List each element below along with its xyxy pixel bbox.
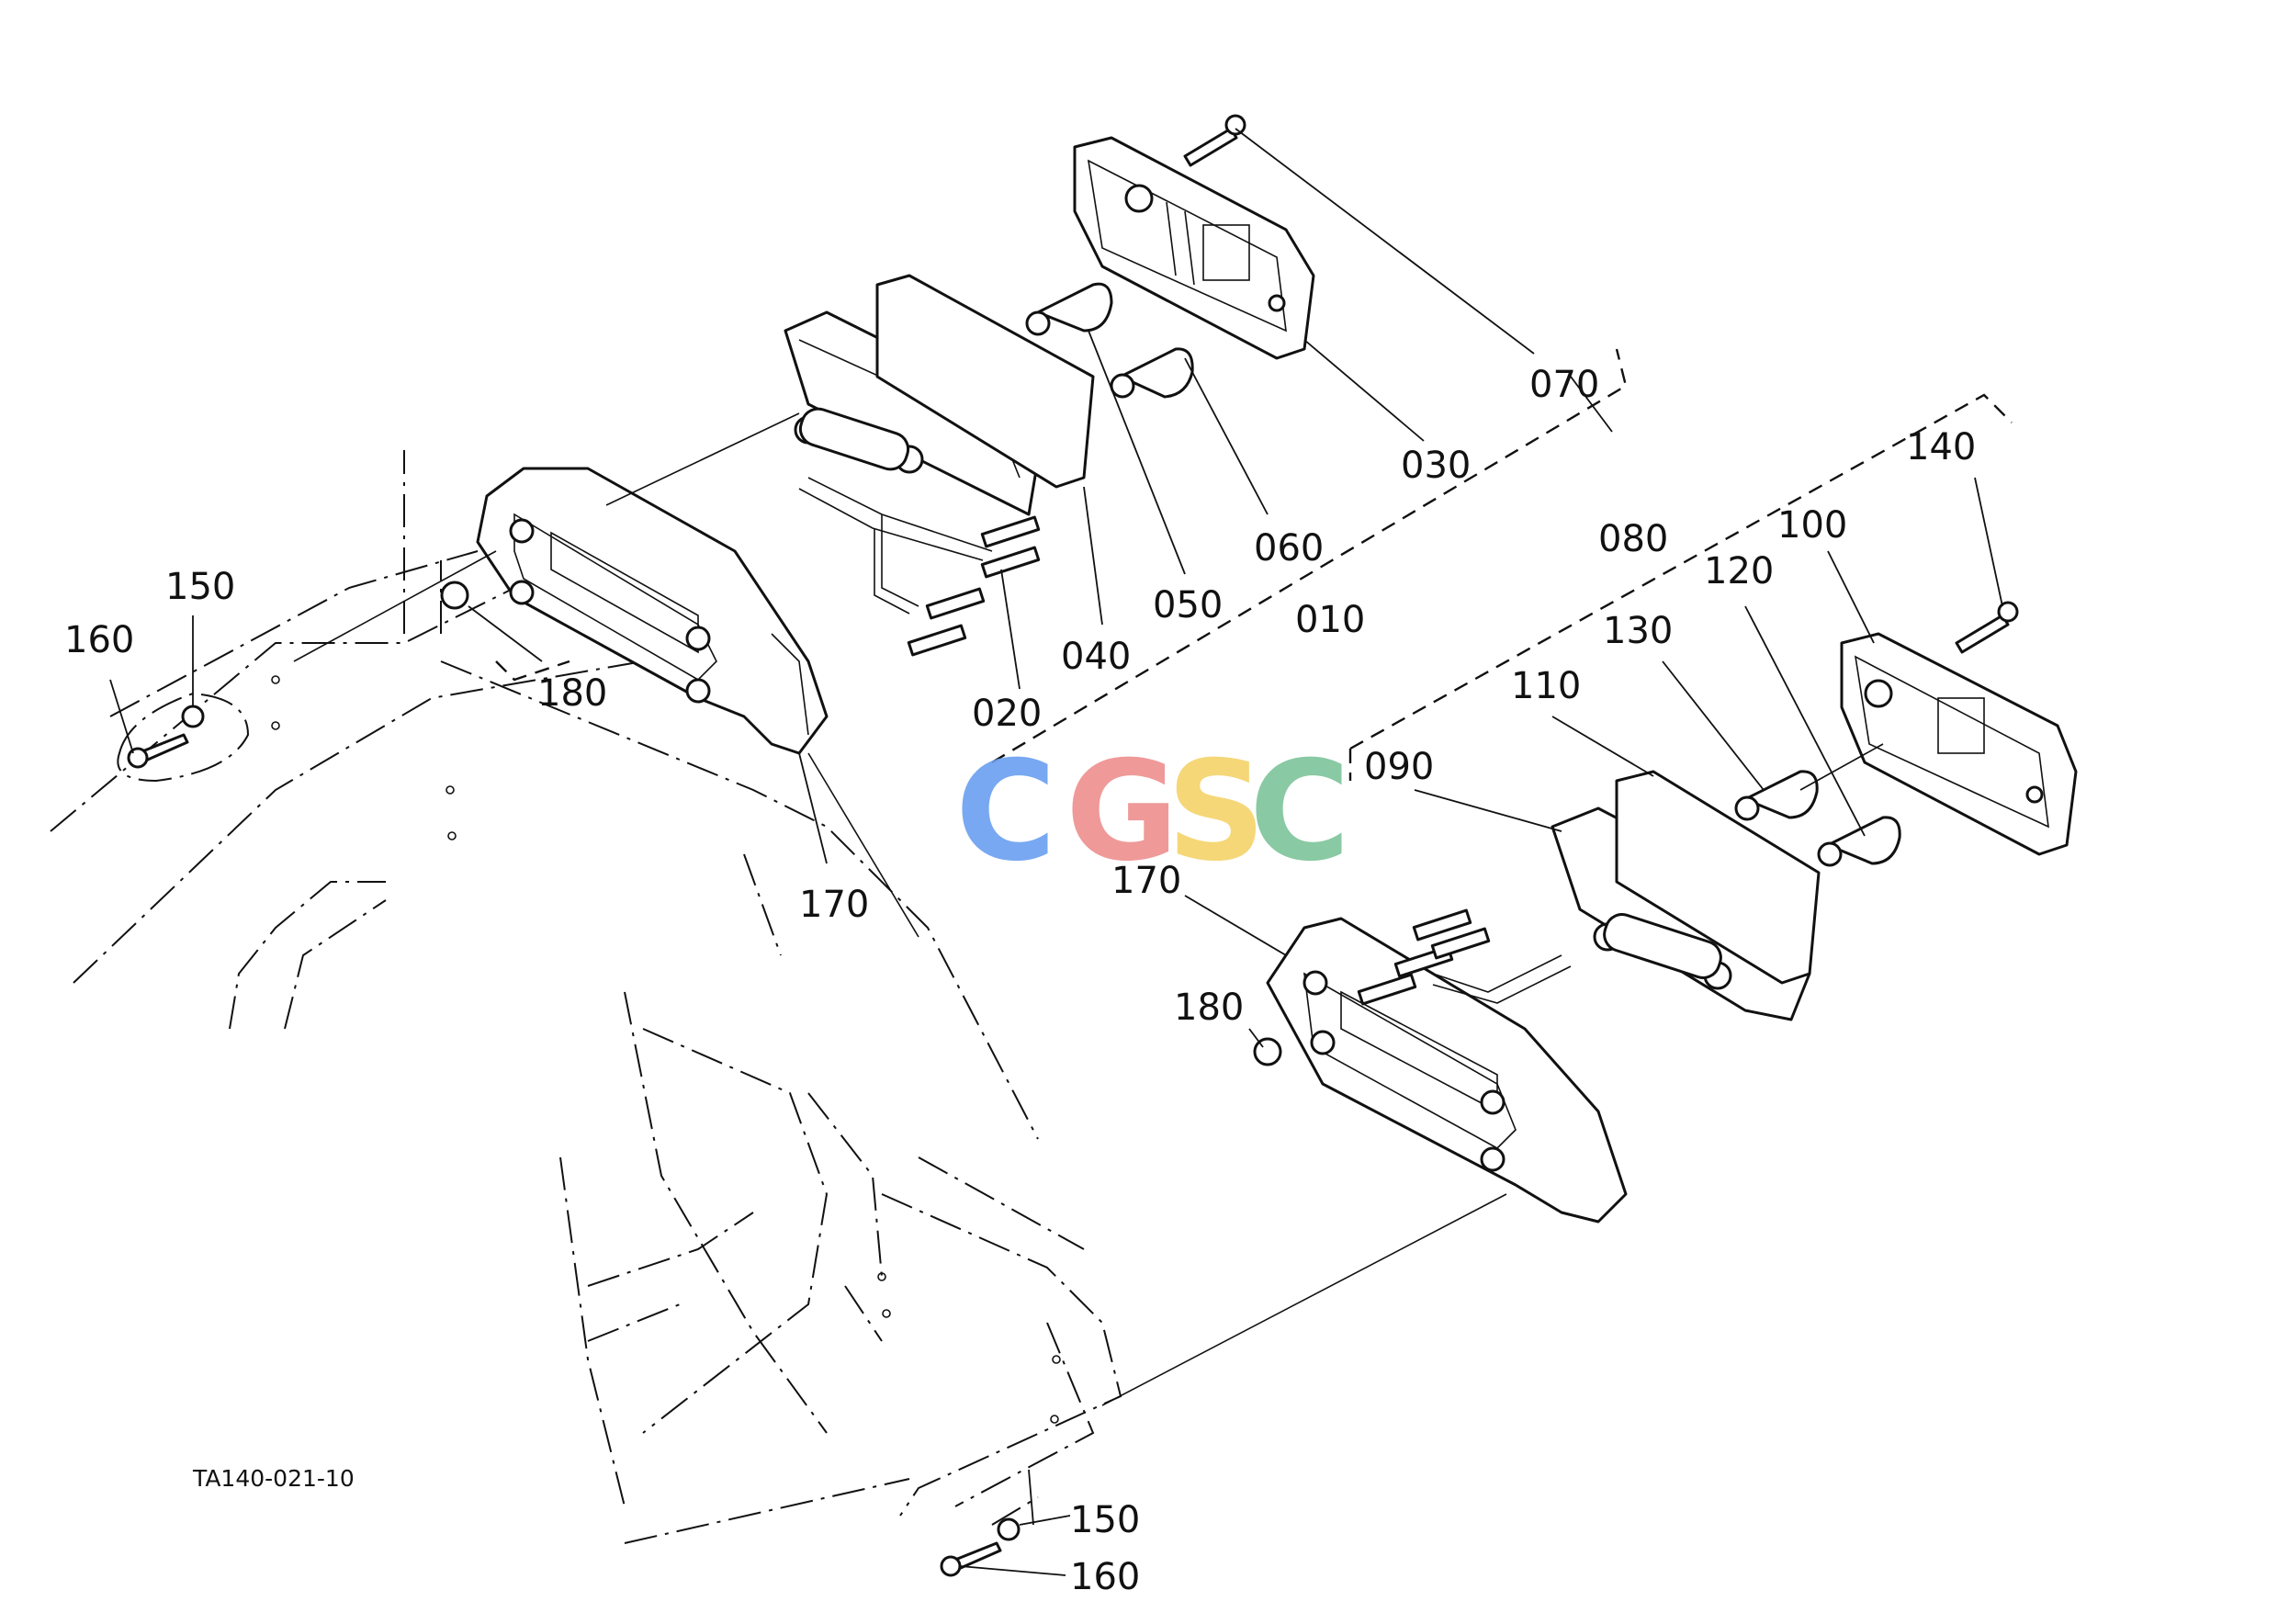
watermark-letter-c2: C xyxy=(1249,732,1356,892)
callout-100: 100 xyxy=(1777,504,1847,547)
left-screw-070 xyxy=(1183,114,1246,167)
watermark-letter-s: S xyxy=(1167,732,1271,892)
left-screw-160 xyxy=(127,733,189,769)
callouts-right: 080 090 100 110 120 130 140 150 160 170 … xyxy=(1070,426,1976,1598)
left-bulb-060 xyxy=(1110,347,1194,399)
callout-060: 060 xyxy=(1254,527,1324,570)
left-lamp-assembly xyxy=(127,114,1628,938)
callout-170-right: 170 xyxy=(1111,860,1181,902)
left-wire-connectors xyxy=(907,515,1041,657)
right-gasket-110 xyxy=(1615,770,1821,985)
callout-150-left: 150 xyxy=(165,566,235,608)
right-wire-connectors xyxy=(1357,908,1491,1006)
right-nut-180 xyxy=(1253,1037,1282,1066)
right-screw-140 xyxy=(1955,601,2019,654)
callout-040: 040 xyxy=(1061,636,1131,678)
callout-050: 050 xyxy=(1153,584,1223,626)
callout-130: 130 xyxy=(1603,610,1673,652)
callout-180-left: 180 xyxy=(537,672,607,715)
callout-140: 140 xyxy=(1906,426,1976,468)
callout-160-right: 160 xyxy=(1070,1556,1140,1598)
right-lamp-assembly xyxy=(940,393,2078,1577)
callout-180-right: 180 xyxy=(1174,987,1244,1029)
callout-090: 090 xyxy=(1364,746,1434,788)
right-bulb-120 xyxy=(1817,816,1901,867)
callouts-left: 010 020 030 040 050 060 070 150 160 170 … xyxy=(64,364,1599,926)
callout-080: 080 xyxy=(1598,518,1668,560)
left-lamp-body-020 xyxy=(784,310,1040,615)
watermark-logo: C G S C xyxy=(955,732,1356,892)
callout-010: 010 xyxy=(1295,599,1365,641)
tractor-fender-outline xyxy=(50,450,1122,1544)
left-bracket-170 xyxy=(476,467,829,755)
left-nut-180 xyxy=(440,581,469,610)
left-gasket-040 xyxy=(875,274,1095,489)
left-lens-030 xyxy=(1073,136,1315,360)
callout-150-right: 150 xyxy=(1070,1499,1140,1541)
callout-170-left: 170 xyxy=(799,884,869,926)
callout-160-left: 160 xyxy=(64,619,134,661)
callout-120: 120 xyxy=(1704,550,1774,592)
watermark-letter-c1: C xyxy=(955,732,1062,892)
drawing-code: TA140-021-10 xyxy=(192,1465,355,1492)
left-bulb-050 xyxy=(1025,282,1113,336)
right-lens-100 xyxy=(1840,632,2078,856)
callout-020: 020 xyxy=(972,693,1042,735)
watermark-letter-g: G xyxy=(1066,732,1184,892)
right-washer-150 xyxy=(997,1517,1021,1541)
callout-110: 110 xyxy=(1511,665,1581,707)
leader-lines xyxy=(109,128,2003,1576)
right-screw-160 xyxy=(940,1541,1002,1577)
left-washer-150 xyxy=(181,705,205,728)
callout-070: 070 xyxy=(1529,364,1599,406)
callout-030: 030 xyxy=(1401,445,1471,487)
right-bulb-130 xyxy=(1734,770,1819,821)
right-bracket-170 xyxy=(1266,917,1628,1224)
